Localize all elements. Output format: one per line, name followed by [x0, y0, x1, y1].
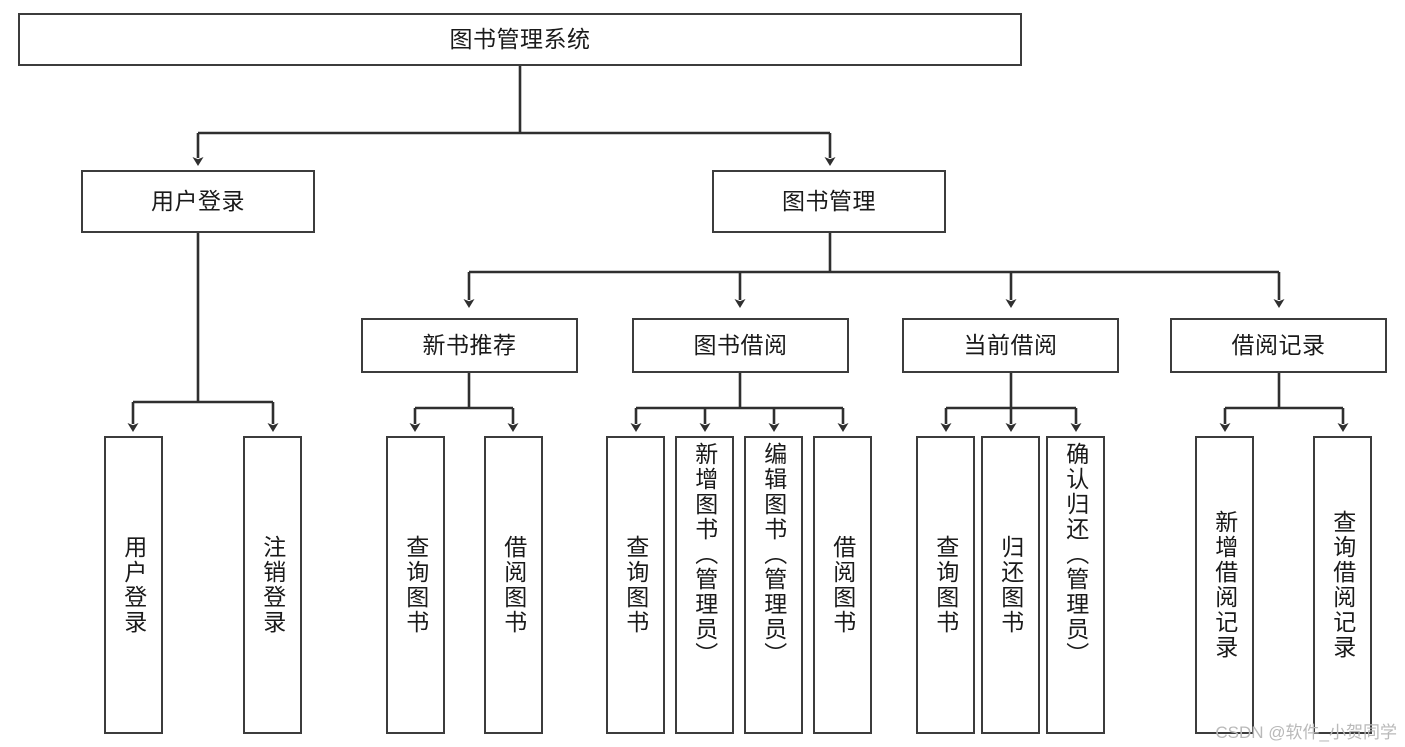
leaf-borrow-query-book[interactable]: 查询图书: [606, 436, 665, 734]
leaf-borrow-lend-book[interactable]: 借阅图书: [813, 436, 872, 734]
node-label: 借阅图书: [500, 535, 527, 635]
node-label: 注销登录: [259, 535, 286, 635]
leaf-user-login[interactable]: 用户登录: [104, 436, 163, 734]
leaf-new-book-borrow[interactable]: 借阅图书: [484, 436, 543, 734]
node-current-borrow[interactable]: 当前借阅: [902, 318, 1119, 373]
node-label: 借阅记录: [1231, 331, 1326, 358]
leaf-new-book-query[interactable]: 查询图书: [386, 436, 445, 734]
node-label: 编辑图书（管理员）: [760, 442, 787, 667]
node-label: 用户登录: [120, 535, 147, 635]
node-label: 查询图书: [402, 535, 429, 635]
node-label: 归还图书: [997, 535, 1024, 635]
node-label: 图书借阅: [693, 331, 788, 358]
leaf-record-query[interactable]: 查询借阅记录: [1313, 436, 1372, 734]
node-label: 当前借阅: [963, 331, 1058, 358]
node-user-login[interactable]: 用户登录: [81, 170, 315, 233]
node-new-book-recommend[interactable]: 新书推荐: [361, 318, 578, 373]
node-label: 图书管理系统: [449, 25, 591, 52]
node-label: 新书推荐: [422, 331, 517, 358]
leaf-borrow-edit-book[interactable]: 编辑图书（管理员）: [744, 436, 803, 734]
node-label: 用户登录: [151, 187, 245, 214]
node-label: 查询借阅记录: [1329, 510, 1356, 660]
node-book-borrow[interactable]: 图书借阅: [632, 318, 849, 373]
node-borrow-record[interactable]: 借阅记录: [1170, 318, 1387, 373]
leaf-record-add[interactable]: 新增借阅记录: [1195, 436, 1254, 734]
node-label: 确认归还（管理员）: [1062, 442, 1089, 667]
node-label: 新增图书（管理员）: [691, 442, 718, 667]
node-label: 图书管理: [782, 187, 876, 214]
node-label: 查询图书: [622, 535, 649, 635]
leaf-user-logout[interactable]: 注销登录: [243, 436, 302, 734]
node-root-system[interactable]: 图书管理系统: [18, 13, 1022, 66]
node-label: 查询图书: [932, 535, 959, 635]
node-label: 借阅图书: [829, 535, 856, 635]
leaf-borrow-add-book[interactable]: 新增图书（管理员）: [675, 436, 734, 734]
watermark-text: CSDN @软件_小贺同学: [1215, 723, 1397, 742]
node-book-management[interactable]: 图书管理: [712, 170, 946, 233]
leaf-current-return-book[interactable]: 归还图书: [981, 436, 1040, 734]
leaf-current-query-book[interactable]: 查询图书: [916, 436, 975, 734]
leaf-current-confirm-return[interactable]: 确认归还（管理员）: [1046, 436, 1105, 734]
node-label: 新增借阅记录: [1211, 510, 1238, 660]
